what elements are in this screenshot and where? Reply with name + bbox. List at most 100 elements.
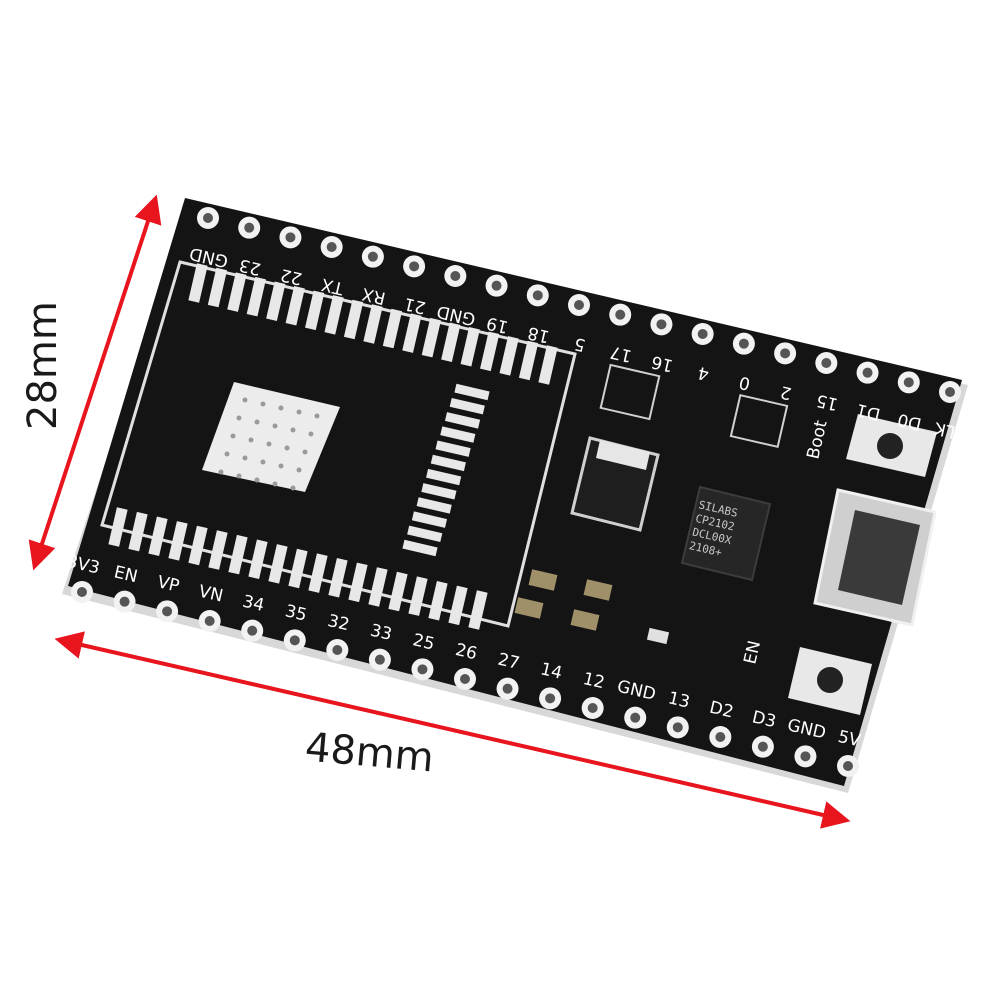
shield-via [260,459,266,465]
shield-via [230,433,236,439]
pin-label: 32 [326,611,352,635]
header-pin-hole [532,290,543,301]
module-pad [324,295,344,335]
header-pin-hole [203,213,213,223]
shield-via [248,437,254,443]
header-pin-hole [326,242,337,252]
top-header [197,207,961,403]
pin-label: 12 [581,669,607,693]
header-pin-hole [587,703,598,713]
pin-label: 25 [411,630,437,654]
module-pad [308,553,328,593]
module-pad [228,534,248,575]
module-pad [448,585,468,626]
module-pad [288,548,308,589]
module-pad [268,544,288,584]
header-pin-hole [672,722,683,733]
module-pad [368,567,388,607]
module-pad [168,521,188,561]
module-pad [266,281,286,321]
header-pin-hole [204,616,215,626]
pin-label: 19 [485,312,511,336]
boot-button-knob[interactable] [877,433,903,459]
header-pin-hole [247,625,258,636]
shield-via [254,419,260,425]
en-button-knob[interactable] [817,667,843,693]
shield-via [284,445,290,451]
module-pad [538,345,558,385]
module-pad [363,304,383,344]
module-pad [285,286,305,326]
header-pin-hole [738,338,749,349]
module-pad [348,562,368,603]
header-pin-hole [945,387,955,397]
pin-label: 26 [453,640,479,664]
shield-via [242,455,248,461]
module-pad [382,308,403,349]
pin-label: 34 [241,592,267,616]
shield-via [218,469,224,475]
header-pin-hole [545,693,556,704]
module-pad [421,483,457,500]
header-pin-hole [460,674,470,684]
module-pad [208,530,228,570]
module-pad [227,272,247,312]
header-pin-hole [289,635,300,646]
module-pad [441,322,461,362]
shield-via [278,405,284,411]
shield-via [236,473,242,479]
pin-label: 33 [368,621,394,645]
smd-cap-3 [514,597,544,619]
module-pad [430,454,466,472]
module-pad [402,539,438,557]
header-pin-hole [697,329,708,339]
shield-via [296,409,302,415]
header-pin-hole [757,741,768,752]
pin-label: 27 [496,650,522,674]
shield-via [314,413,320,419]
module-pad [426,468,462,486]
header-pin-hole [862,367,873,378]
module-outline [100,260,577,628]
pin-label: 5 [572,333,587,355]
module-pad [460,327,480,367]
pin-label: 23 [237,254,263,278]
regulator-tab [596,440,650,470]
module-pad [421,317,441,358]
pin-label: 0 [737,372,752,394]
pin-label: 21 [402,293,428,317]
module-pad [480,331,500,372]
module-shield [202,382,340,492]
header-pin-hole [162,606,173,617]
module-pad [402,313,422,353]
module-pad [454,383,490,401]
module-pad [305,290,325,331]
module-pad [188,525,208,566]
module-pad [108,507,128,547]
bottom-header [71,581,859,777]
transistor-1 [599,363,661,421]
smd-cap-2 [583,579,613,601]
module-pad [328,557,348,598]
shield-via [278,463,284,469]
smd-led [646,627,670,645]
module-pad [128,511,148,552]
shield-via [254,477,260,483]
pin-label: 17 [608,341,634,365]
pin-label: 22 [279,264,305,288]
module-pad [416,497,452,514]
module-pad [246,276,266,317]
shield-via [308,431,314,437]
shield-via [290,427,296,433]
header-pin-hole [367,251,378,262]
shield-via [290,485,296,491]
header-pin-hole [903,377,914,388]
header-pin-hole [285,232,296,243]
module-pads [108,263,558,630]
header-pin-hole [491,280,502,291]
transistor-2 [729,393,789,449]
module-pad [449,397,485,415]
